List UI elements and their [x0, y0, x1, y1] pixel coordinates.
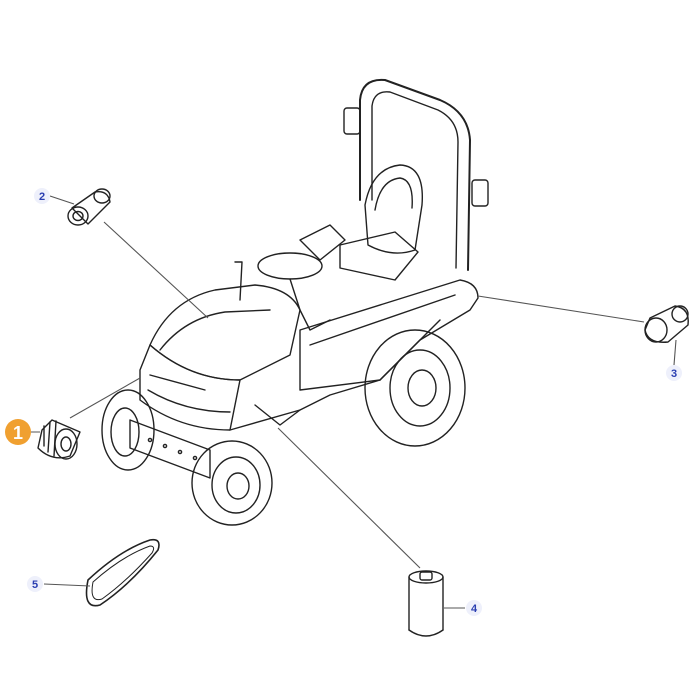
callout-2[interactable]: 2 — [34, 188, 50, 204]
tractor-illustration — [101, 78, 489, 526]
part-drive-belt-icon — [85, 538, 160, 607]
part-oil-filter-icon — [37, 419, 81, 460]
part-hydraulic-filter-icon — [408, 570, 444, 637]
callout-4[interactable]: 4 — [466, 600, 482, 616]
callout-1-badge — [5, 419, 31, 445]
callout-5-label: 5 — [32, 579, 38, 591]
callout-1-label: 1 — [13, 423, 23, 443]
callout-3[interactable]: 3 — [666, 365, 682, 381]
part-air-filter-icon — [67, 188, 111, 226]
callout-2-badge — [34, 188, 50, 204]
leader-lines — [22, 195, 677, 609]
callout-4-badge — [466, 600, 482, 616]
callout-1[interactable]: 1 — [5, 419, 31, 445]
callout-5[interactable]: 5 — [27, 576, 43, 592]
callout-4-label: 4 — [471, 603, 478, 615]
part-fuel-filter-icon — [644, 305, 689, 343]
callout-5-badge — [27, 576, 43, 592]
callout-3-badge — [666, 365, 682, 381]
callout-2-label: 2 — [39, 191, 45, 203]
callout-3-label: 3 — [671, 368, 677, 380]
